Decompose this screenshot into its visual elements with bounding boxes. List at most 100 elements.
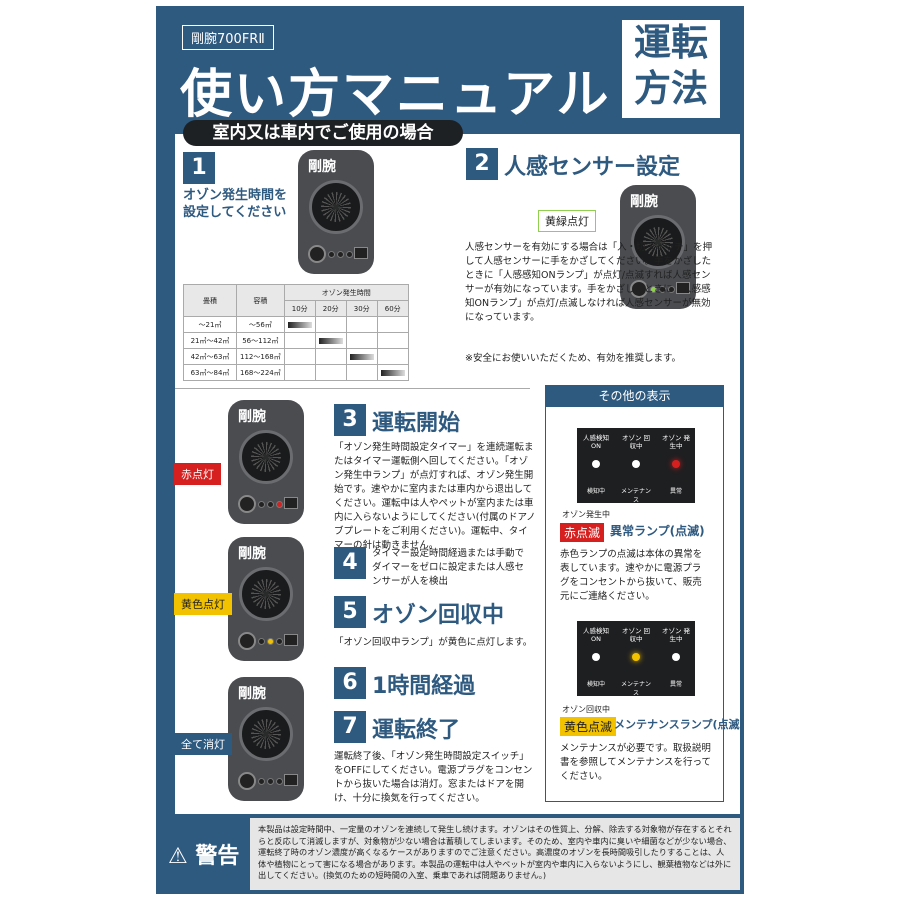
device-image: 剛腕 xyxy=(620,185,696,309)
panel-lamp xyxy=(592,653,600,661)
led-sensor xyxy=(258,501,265,508)
device-logo: 剛腕 xyxy=(238,686,266,702)
step3-title: 運転開始 xyxy=(372,411,461,436)
step3-number: 3 xyxy=(334,404,366,436)
mode-box-line1: 運転 xyxy=(634,21,708,64)
status-tag-off: 全て消灯 xyxy=(174,733,232,755)
maintenance-lamp-panel: 人感検知 ON オゾン 回収中 オゾン 発生中 検知中 メンテナンス 異常 xyxy=(577,621,695,697)
step1-text-line2: 設定してください xyxy=(183,205,287,220)
step5-title: オゾン回収中 xyxy=(372,603,505,628)
panel-label: オゾン 回収中 xyxy=(621,627,651,643)
maintenance-badge: 黄色点滅 xyxy=(560,717,617,736)
switch-button xyxy=(284,774,298,786)
panel-lamp-red xyxy=(672,460,680,468)
table-row: 21㎥～42㎥ 56～112㎥ xyxy=(183,332,409,349)
timer-dial xyxy=(239,430,293,484)
step1-text-line1: オゾン発生時間を xyxy=(183,188,288,203)
step2-note: ※安全にお使いいただくため、有効を推奨します。 xyxy=(465,353,682,364)
device-image: 剛腕 xyxy=(298,150,374,274)
table-row: 63㎥～84㎥ 168～224㎥ xyxy=(183,364,409,381)
step1-number: 1 xyxy=(183,152,215,184)
step3-text: 「オゾン発生時間設定タイマー」を連続運転またはタイマー運転側へ回してください。「… xyxy=(334,442,536,551)
row-area: 63㎥～84㎥ xyxy=(183,364,237,381)
led-sensor xyxy=(258,638,265,645)
status-tag-red: 赤点灯 xyxy=(174,463,221,485)
row-volume: 168～224㎥ xyxy=(236,364,285,381)
step2-number: 2 xyxy=(466,148,498,180)
panel-bottom-label: メンテナンス xyxy=(620,681,651,697)
device-image: 剛腕 xyxy=(228,537,304,661)
maintenance-lamp-name: メンテナンスランプ(点滅) xyxy=(614,718,745,731)
ozone-time-table: 畳積 容積 オゾン発生時間 10分 20分 30分 60分 ～21㎥ ～56㎥ … xyxy=(183,284,409,381)
panel-label: オゾン 回収中 xyxy=(621,434,651,450)
step6-title: 1時間経過 xyxy=(372,674,476,699)
led-ozone xyxy=(276,778,283,785)
row-area: 42㎥～63㎥ xyxy=(183,348,237,365)
time-30: 30分 xyxy=(345,300,378,317)
timer-dial xyxy=(309,180,363,234)
time-10: 10分 xyxy=(283,300,316,317)
device-logo: 剛腕 xyxy=(238,546,266,562)
section-divider xyxy=(175,388,530,389)
panel-label: 人感検知 ON xyxy=(583,627,609,643)
time-bar xyxy=(287,321,312,328)
led-ozone xyxy=(346,251,353,258)
step7-title: 運転終了 xyxy=(372,718,461,743)
panel-bottom-label: 検知中 xyxy=(586,681,605,688)
step1-text: オゾン発生時間を 設定してください xyxy=(183,187,287,221)
col-area: 畳積 xyxy=(183,284,237,317)
row-cell xyxy=(283,316,316,333)
switch-button xyxy=(354,247,368,259)
row-volume: 112～168㎥ xyxy=(236,348,285,365)
other-displays-title: その他の表示 xyxy=(545,385,724,407)
switch-button xyxy=(676,282,690,294)
abnormal-lamp-name: 異常ランプ(点滅) xyxy=(610,524,705,538)
device-logo: 剛腕 xyxy=(630,194,658,210)
led-ozone xyxy=(668,286,675,293)
row-area: ～21㎥ xyxy=(183,316,237,333)
row-area: 21㎥～42㎥ xyxy=(183,332,237,349)
led-recovery xyxy=(337,251,344,258)
status-tag-green: 黄緑点灯 xyxy=(538,210,596,232)
panel-lamp xyxy=(632,460,640,468)
row-cell xyxy=(345,348,378,365)
panel-label: 人感検知 ON xyxy=(583,434,609,450)
led-recovery xyxy=(659,286,666,293)
step2-title: 人感センサー設定 xyxy=(504,155,681,180)
led-recovery xyxy=(267,501,274,508)
row-volume: ～56㎥ xyxy=(236,316,285,333)
abnormal-text: 赤色ランプの点滅は本体の異常を表しています。速やかに電源プラグをコンセントから抜… xyxy=(560,549,703,602)
abnormal-small-label: オゾン発生中 xyxy=(562,510,610,519)
led-sensor xyxy=(650,286,657,293)
row-cell xyxy=(376,364,409,381)
power-knob xyxy=(630,280,648,298)
warning-label: ⚠ 警告 xyxy=(168,844,240,869)
table-row: 42㎥～63㎥ 112～168㎥ xyxy=(183,348,409,365)
power-knob xyxy=(308,245,326,263)
step5-text: 「オゾン回収中ランプ」が黄色に点灯します。 xyxy=(334,637,533,648)
timer-dial xyxy=(239,707,293,761)
panel-bottom-label: 異常 xyxy=(669,488,682,495)
power-knob xyxy=(238,772,256,790)
panel-bottom-label: 検知中 xyxy=(586,488,605,495)
step7-number: 7 xyxy=(334,711,366,743)
panel-lamp xyxy=(672,653,680,661)
panel-bottom-label: 異常 xyxy=(669,681,682,688)
switch-button xyxy=(284,634,298,646)
panel-lamp-yellow xyxy=(632,653,640,661)
led-ozone xyxy=(276,638,283,645)
indoor-usage-heading: 室内又は車内でご使用の場合 xyxy=(183,120,463,146)
switch-button xyxy=(284,497,298,509)
maintenance-text: メンテナンスが必要です。取扱説明書を参照してメンテナンスを行ってください。 xyxy=(560,743,712,782)
timer-dial xyxy=(239,567,293,621)
step5-number: 5 xyxy=(334,596,366,628)
led-sensor xyxy=(258,778,265,785)
step2-text: 人感センサーを有効にする場合は「入・切スイッチ」を押して人感センサーに手をかざし… xyxy=(465,242,713,323)
time-bar xyxy=(318,337,343,344)
time-bar xyxy=(349,353,374,360)
col-volume: 容積 xyxy=(236,284,285,317)
abnormal-lamp-panel: 人感検知 ON オゾン 回収中 オゾン 発生中 検知中 メンテナンス 異常 xyxy=(577,428,695,504)
model-name: 剛腕700FRⅡ xyxy=(182,25,274,50)
table-row: ～21㎥ ～56㎥ xyxy=(183,316,409,333)
row-volume: 56～112㎥ xyxy=(236,332,285,349)
